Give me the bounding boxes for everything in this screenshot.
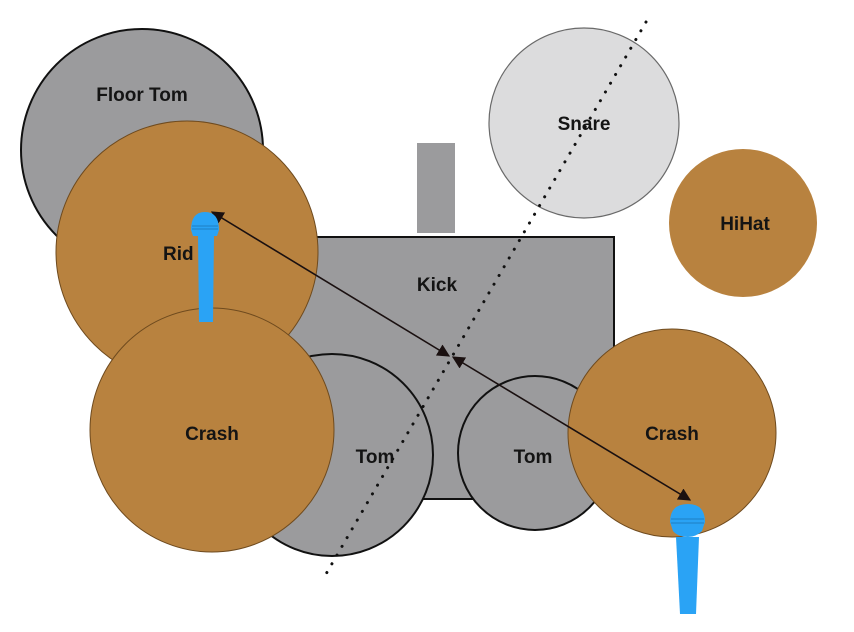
crash-right-label: Crash [645, 424, 699, 445]
crash-right: Crash [567, 328, 777, 538]
microphone-icon [191, 212, 219, 322]
ride-label: Rid [163, 244, 194, 265]
mic-left-head [191, 212, 219, 236]
snare-label: Snare [558, 114, 611, 135]
mic-left-handle [198, 235, 214, 322]
arrow-segment-left [210, 211, 451, 357]
snare: Snare [488, 27, 680, 219]
kick-stand [417, 143, 455, 233]
tom-left-label: Tom [356, 447, 395, 468]
distance-arrow [210, 211, 692, 501]
crash-left-label: Crash [185, 424, 239, 445]
crash-left: Crash [89, 307, 335, 553]
kick-label: Kick [417, 275, 458, 296]
mic-right-head [670, 504, 705, 537]
arrow-segment-right [451, 356, 692, 501]
hihat-shape [669, 149, 817, 297]
tom-right-label: Tom [514, 447, 553, 468]
hihat-label: HiHat [720, 214, 770, 235]
hihat: HiHat [669, 149, 817, 297]
snare-shape [488, 27, 680, 219]
microphone-icon [670, 504, 705, 614]
floor-tom-label: Floor Tom [96, 85, 187, 106]
mic-right-handle [676, 537, 699, 614]
